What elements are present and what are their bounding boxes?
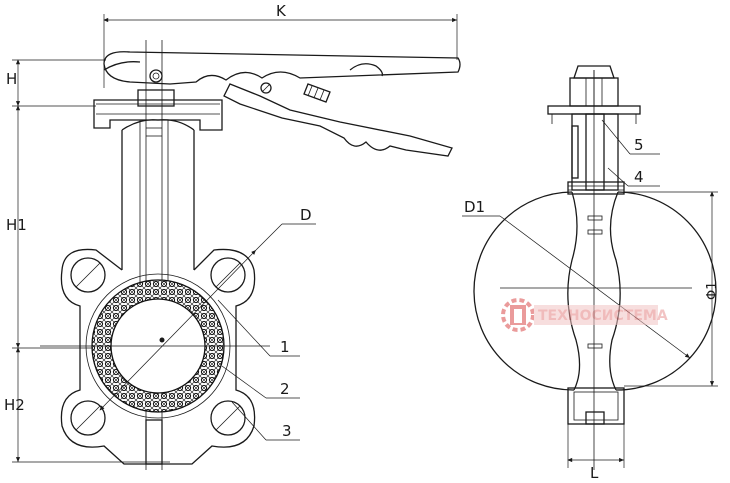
front-view: K H H1 H2	[4, 2, 461, 470]
callout-1-label: 1	[280, 338, 290, 356]
side-bottom	[567, 387, 625, 425]
watermark-text: ТЕХНОСИСТЕМА	[538, 308, 668, 324]
dimension-d-label: D	[300, 206, 312, 224]
dimension-h1-label: H1	[6, 216, 27, 234]
watermark: ТЕХНОСИСТЕМА	[501, 298, 668, 332]
side-disc	[473, 70, 717, 470]
callout-2: 2	[221, 365, 300, 399]
dimension-d1-label: D1	[464, 198, 485, 216]
dimension-h-label: H	[6, 70, 17, 88]
side-view: D1 Φ1 L 5 4	[462, 65, 720, 482]
dimension-h: H	[6, 59, 106, 107]
side-neck	[567, 113, 625, 195]
dimension-k: K	[103, 2, 458, 88]
callout-4-label: 4	[634, 168, 644, 186]
watermark-logo-icon	[501, 298, 535, 332]
handle-lever	[103, 51, 461, 157]
dimension-k-label: K	[276, 2, 287, 20]
callout-5: 5	[601, 119, 660, 155]
dimension-h2-label: H2	[4, 396, 25, 414]
callout-1: 1	[217, 299, 300, 357]
dimension-d: D	[99, 206, 316, 411]
dimension-phi1: Φ1	[624, 191, 720, 387]
dimension-phi1-label: Φ1	[705, 281, 720, 300]
callout-4: 4	[607, 167, 660, 187]
dimension-h2: H2	[4, 347, 170, 463]
callout-3-label: 3	[282, 422, 292, 440]
bolt-hole-bottom-left	[70, 400, 106, 436]
callout-3: 3	[231, 401, 300, 441]
callout-2-label: 2	[280, 380, 290, 398]
top-flange	[93, 89, 223, 131]
dimension-l: L	[567, 424, 625, 482]
dimension-d1: D1	[462, 198, 691, 359]
callout-5-label: 5	[634, 136, 644, 154]
dimension-l-label: L	[590, 464, 599, 482]
